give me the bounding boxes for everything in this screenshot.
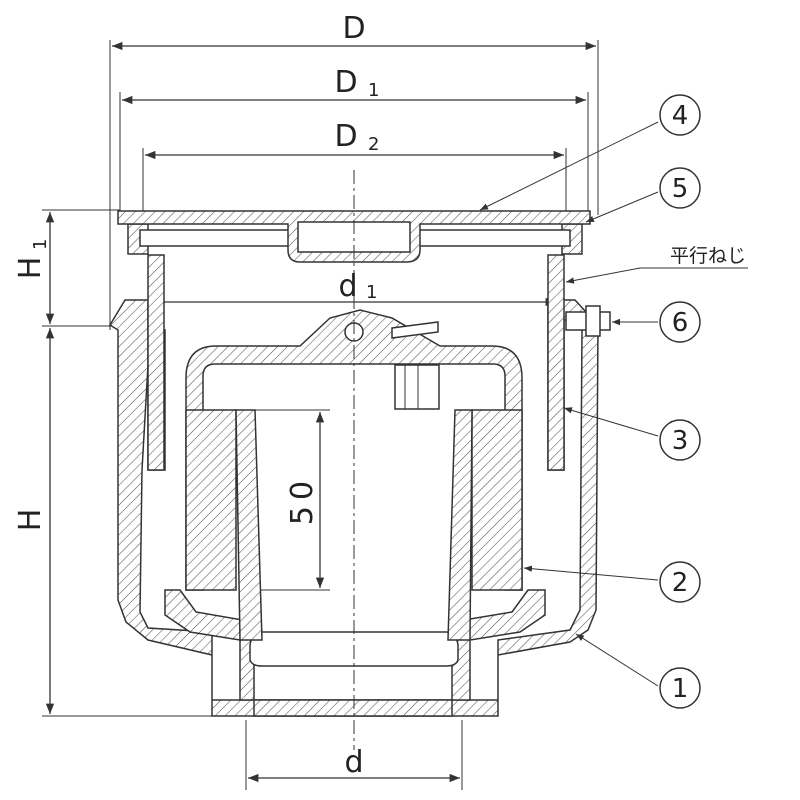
trap-cap xyxy=(185,309,523,591)
dim-d1: d xyxy=(338,269,357,304)
inner-tube xyxy=(235,409,263,641)
cap-handle-pin xyxy=(391,321,439,339)
svg-text:2: 2 xyxy=(672,568,689,598)
inner-tube-right xyxy=(447,409,473,641)
vent-slot xyxy=(394,364,440,410)
fixing-bolt xyxy=(565,305,611,337)
trap-cap-skirt-right xyxy=(471,409,523,591)
body-bowl xyxy=(164,589,546,717)
callout-6: 6 xyxy=(659,301,701,343)
dim-H1-sub: 1 xyxy=(30,239,51,250)
dim-d: d xyxy=(344,745,363,780)
callout-4: 4 xyxy=(659,94,701,136)
svg-text:6: 6 xyxy=(672,308,689,338)
dimension-lines xyxy=(42,40,599,790)
thread-label: 平行ねじ xyxy=(670,245,746,267)
svg-text:5: 5 xyxy=(672,174,689,204)
callout-leaders xyxy=(479,121,748,687)
callout-2: 2 xyxy=(659,561,701,603)
dimension-labels: D D 1 D 2 d 1 d H 1 H 50 xyxy=(13,11,379,780)
dim-D2-sub: 2 xyxy=(368,134,379,155)
receiver-sleeve-left xyxy=(147,254,165,471)
svg-text:1: 1 xyxy=(672,674,689,704)
dim-H: H xyxy=(13,509,48,532)
dim-50: 50 xyxy=(285,475,320,525)
dim-D1-sub: 1 xyxy=(368,80,379,101)
dim-D2: D xyxy=(334,119,357,154)
svg-text:4: 4 xyxy=(672,101,689,131)
dim-H1: H xyxy=(13,257,48,280)
svg-text:3: 3 xyxy=(672,426,689,456)
callout-1: 1 xyxy=(659,667,701,709)
trap-cap-skirt-left xyxy=(185,409,237,591)
dim-D1: D xyxy=(334,65,357,100)
dim-d1-sub: 1 xyxy=(366,282,377,303)
callout-5: 5 xyxy=(659,167,701,209)
callout-3: 3 xyxy=(659,419,701,461)
dim-D: D xyxy=(342,11,365,46)
receiver-sleeve-right xyxy=(547,254,565,471)
